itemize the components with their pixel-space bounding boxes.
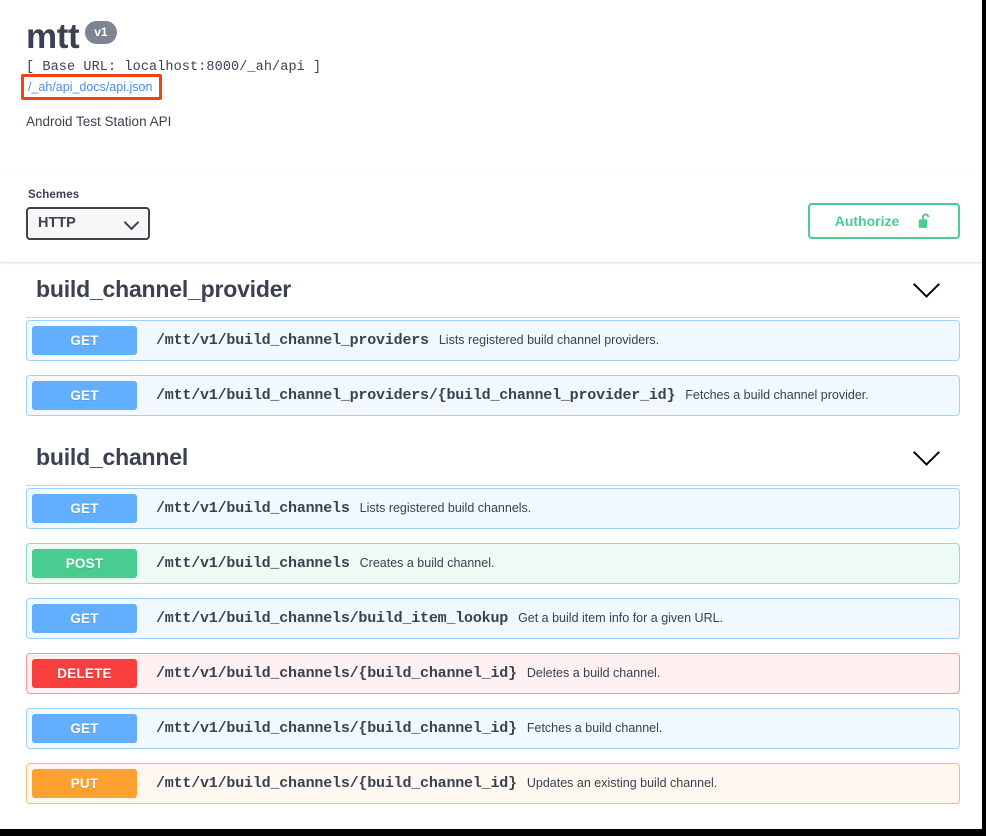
opblock-summary[interactable]: POST/mtt/v1/build_channels Creates a buil… — [26, 542, 960, 584]
http-method-badge: POST — [32, 548, 137, 578]
authorize-button-label: Authorize — [834, 212, 900, 229]
spec-link-wrapper: /_ah/api_docs/api.json — [21, 73, 163, 100]
schemes-label: Schemes — [28, 188, 80, 201]
scheme-container: Schemes HTTP Authorize — [0, 168, 982, 262]
http-method-badge: GET — [32, 493, 137, 523]
opblock-path: /mtt/v1/build_channels — [156, 499, 350, 517]
opblock-path: /mtt/v1/build_channel_providers — [156, 331, 429, 349]
api-info-panel: mtt v1 [ Base URL: localhost:8000/_ah/ap… — [0, 0, 982, 262]
opblock-tag-header[interactable]: build_channel — [26, 430, 960, 486]
opblock-path: /mtt/v1/build_channels — [156, 554, 350, 572]
opblock-path: /mtt/v1/build_channel_providers/{build_c… — [156, 386, 676, 404]
opblock-path: /mtt/v1/build_channels/build_item_lookup — [156, 609, 509, 627]
http-method-badge: GET — [32, 325, 137, 355]
http-method-badge: GET — [32, 380, 137, 410]
api-title-row: mtt v1 — [26, 17, 956, 57]
http-method-badge: PUT — [32, 768, 137, 798]
opblock-tag-header[interactable]: build_channel_provider — [26, 262, 960, 318]
opblock-path: /mtt/v1/build_channels/{build_channel_id… — [156, 719, 517, 737]
opblock-path: /mtt/v1/build_channels/{build_channel_id… — [156, 774, 517, 792]
api-info-block: mtt v1 [ Base URL: localhost:8000/_ah/ap… — [0, 8, 982, 132]
scheme-select-value: HTTP — [38, 215, 76, 232]
scheme-select[interactable]: HTTP — [26, 206, 150, 240]
chevron-down-icon[interactable] — [913, 271, 940, 299]
opblock-description: Deletes a build channel. — [526, 666, 661, 681]
api-version-badge: v1 — [85, 21, 117, 44]
opblock-path: /mtt/v1/build_channels/{build_channel_id… — [156, 664, 517, 682]
opblock-description: Fetches a build channel provider. — [685, 388, 869, 403]
opblock-summary[interactable]: GET/mtt/v1/build_channels/{build_channel… — [26, 707, 960, 749]
viewport-bottom-edge — [0, 829, 982, 836]
schemes-group: Schemes HTTP — [26, 189, 150, 240]
unlocked-padlock-icon — [917, 212, 933, 230]
opblock-summary[interactable]: GET/mtt/v1/build_channels Lists registere… — [26, 487, 960, 529]
http-method-badge: GET — [32, 713, 137, 743]
opblock-description: Creates a build channel. — [359, 556, 495, 571]
opblock-summary[interactable]: GET/mtt/v1/build_channels/build_item_loo… — [26, 597, 960, 639]
http-method-badge: DELETE — [32, 658, 137, 688]
api-spec-link[interactable]: /_ah/api_docs/api.json — [28, 79, 153, 94]
api-description: Android Test Station API — [26, 113, 172, 129]
http-method-badge: GET — [32, 603, 137, 633]
opblock-tag-name: build_channel_provider — [36, 275, 292, 302]
opblock-description: Lists registered build channels. — [359, 501, 532, 516]
chevron-down-icon — [123, 214, 140, 231]
opblock-tag-name: build_channel — [36, 443, 189, 470]
opblock-description: Get a build item info for a given URL. — [518, 611, 724, 626]
opblock-description: Updates an existing build channel. — [526, 776, 718, 791]
opblock-summary[interactable]: DELETE/mtt/v1/build_channels/{build_chan… — [26, 652, 960, 694]
opblock-summary[interactable]: GET/mtt/v1/build_channel_providers/{buil… — [26, 374, 960, 416]
page-title: mtt — [26, 17, 80, 56]
authorize-button[interactable]: Authorize — [808, 202, 960, 239]
chevron-down-icon[interactable] — [913, 439, 940, 467]
base-url: [ Base URL: localhost:8000/_ah/api ] — [26, 59, 322, 75]
opblock-description: Lists registered build channel providers… — [438, 333, 660, 348]
opblock-description: Fetches a build channel. — [526, 721, 663, 736]
opblock-summary[interactable]: GET/mtt/v1/build_channel_providers Lists … — [26, 319, 960, 361]
opblock-summary[interactable]: PUT/mtt/v1/build_channels/{build_channel… — [26, 762, 960, 804]
